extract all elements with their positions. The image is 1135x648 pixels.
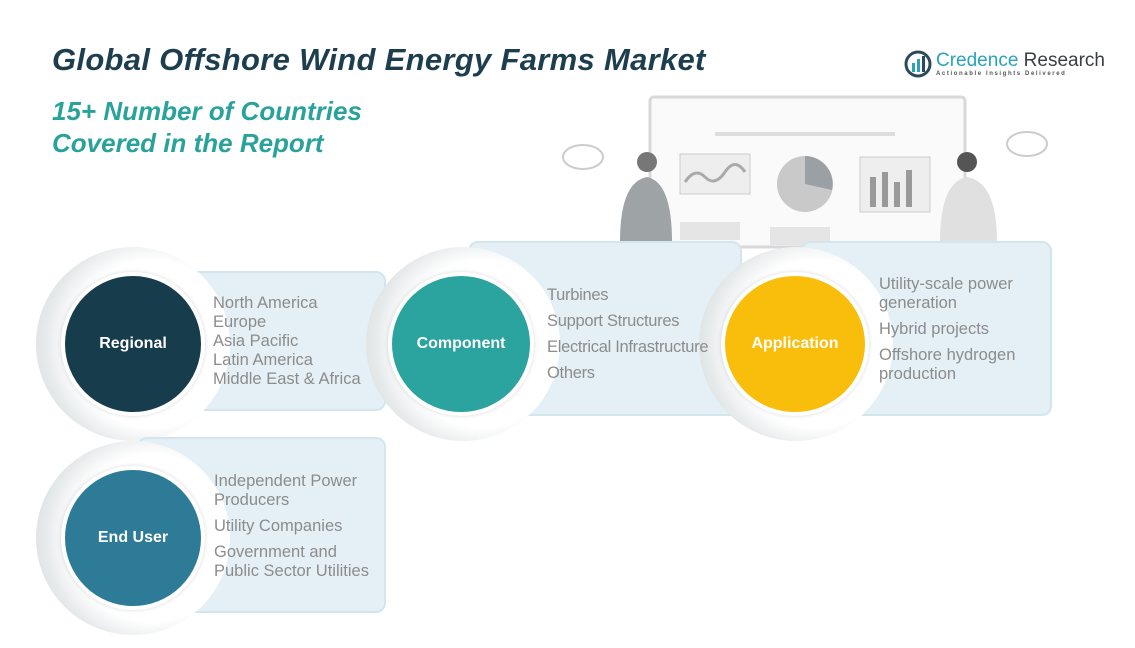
list-item: Turbines <box>547 286 609 304</box>
list-item: Government and Public Sector Utilities <box>214 543 369 580</box>
component-label: Component <box>416 335 506 352</box>
list-item: Utility-scale power generation <box>879 275 1013 312</box>
application-items: Utility-scale power generation Hybrid pr… <box>879 275 1039 384</box>
logo-chart-icon <box>904 50 932 78</box>
regional-items: North America Europe Asia Pacific Latin … <box>213 294 361 389</box>
list-item: Latin America <box>213 351 313 369</box>
credence-research-logo: Credence Research Actionable Insights De… <box>904 50 1105 78</box>
end-user-circle: End User <box>61 466 205 610</box>
component-items: Turbines Support Structures Electrical I… <box>547 282 709 386</box>
application-circle: Application <box>721 272 869 416</box>
end-user-label: End User <box>97 529 169 546</box>
regional-label: Regional <box>99 335 167 352</box>
list-item: Independent Power Producers <box>214 472 358 509</box>
list-item: Europe <box>213 313 267 331</box>
list-item: Middle East & Africa <box>213 370 361 388</box>
component-circle: Component <box>388 272 534 416</box>
logo-tagline: Actionable Insights Delivered <box>936 71 1067 77</box>
list-item: Electrical Infrastructure <box>547 338 709 356</box>
list-item: Support Structures <box>547 312 680 330</box>
list-item: Hybrid projects <box>879 320 990 338</box>
list-item: Utility Companies <box>214 517 343 535</box>
page-title: Global Offshore Wind Energy Farms Market <box>52 42 706 77</box>
application-label: Application <box>751 335 839 352</box>
logo-name-a: Credence <box>936 50 1019 71</box>
subtitle-line-2: Covered in the Report <box>52 128 324 158</box>
list-item: Others <box>547 364 595 382</box>
subtitle-line-1: 15+ Number of Countries <box>52 96 362 126</box>
regional-circle: Regional <box>61 272 205 416</box>
list-item: Asia Pacific <box>213 332 299 350</box>
logo-name-b: Research <box>1018 50 1105 71</box>
end-user-items: Independent Power Producers Utility Comp… <box>214 472 379 581</box>
list-item: North America <box>213 294 318 312</box>
presentation-illustration <box>562 95 1048 249</box>
list-item: Offshore hydrogen production <box>879 346 1016 383</box>
